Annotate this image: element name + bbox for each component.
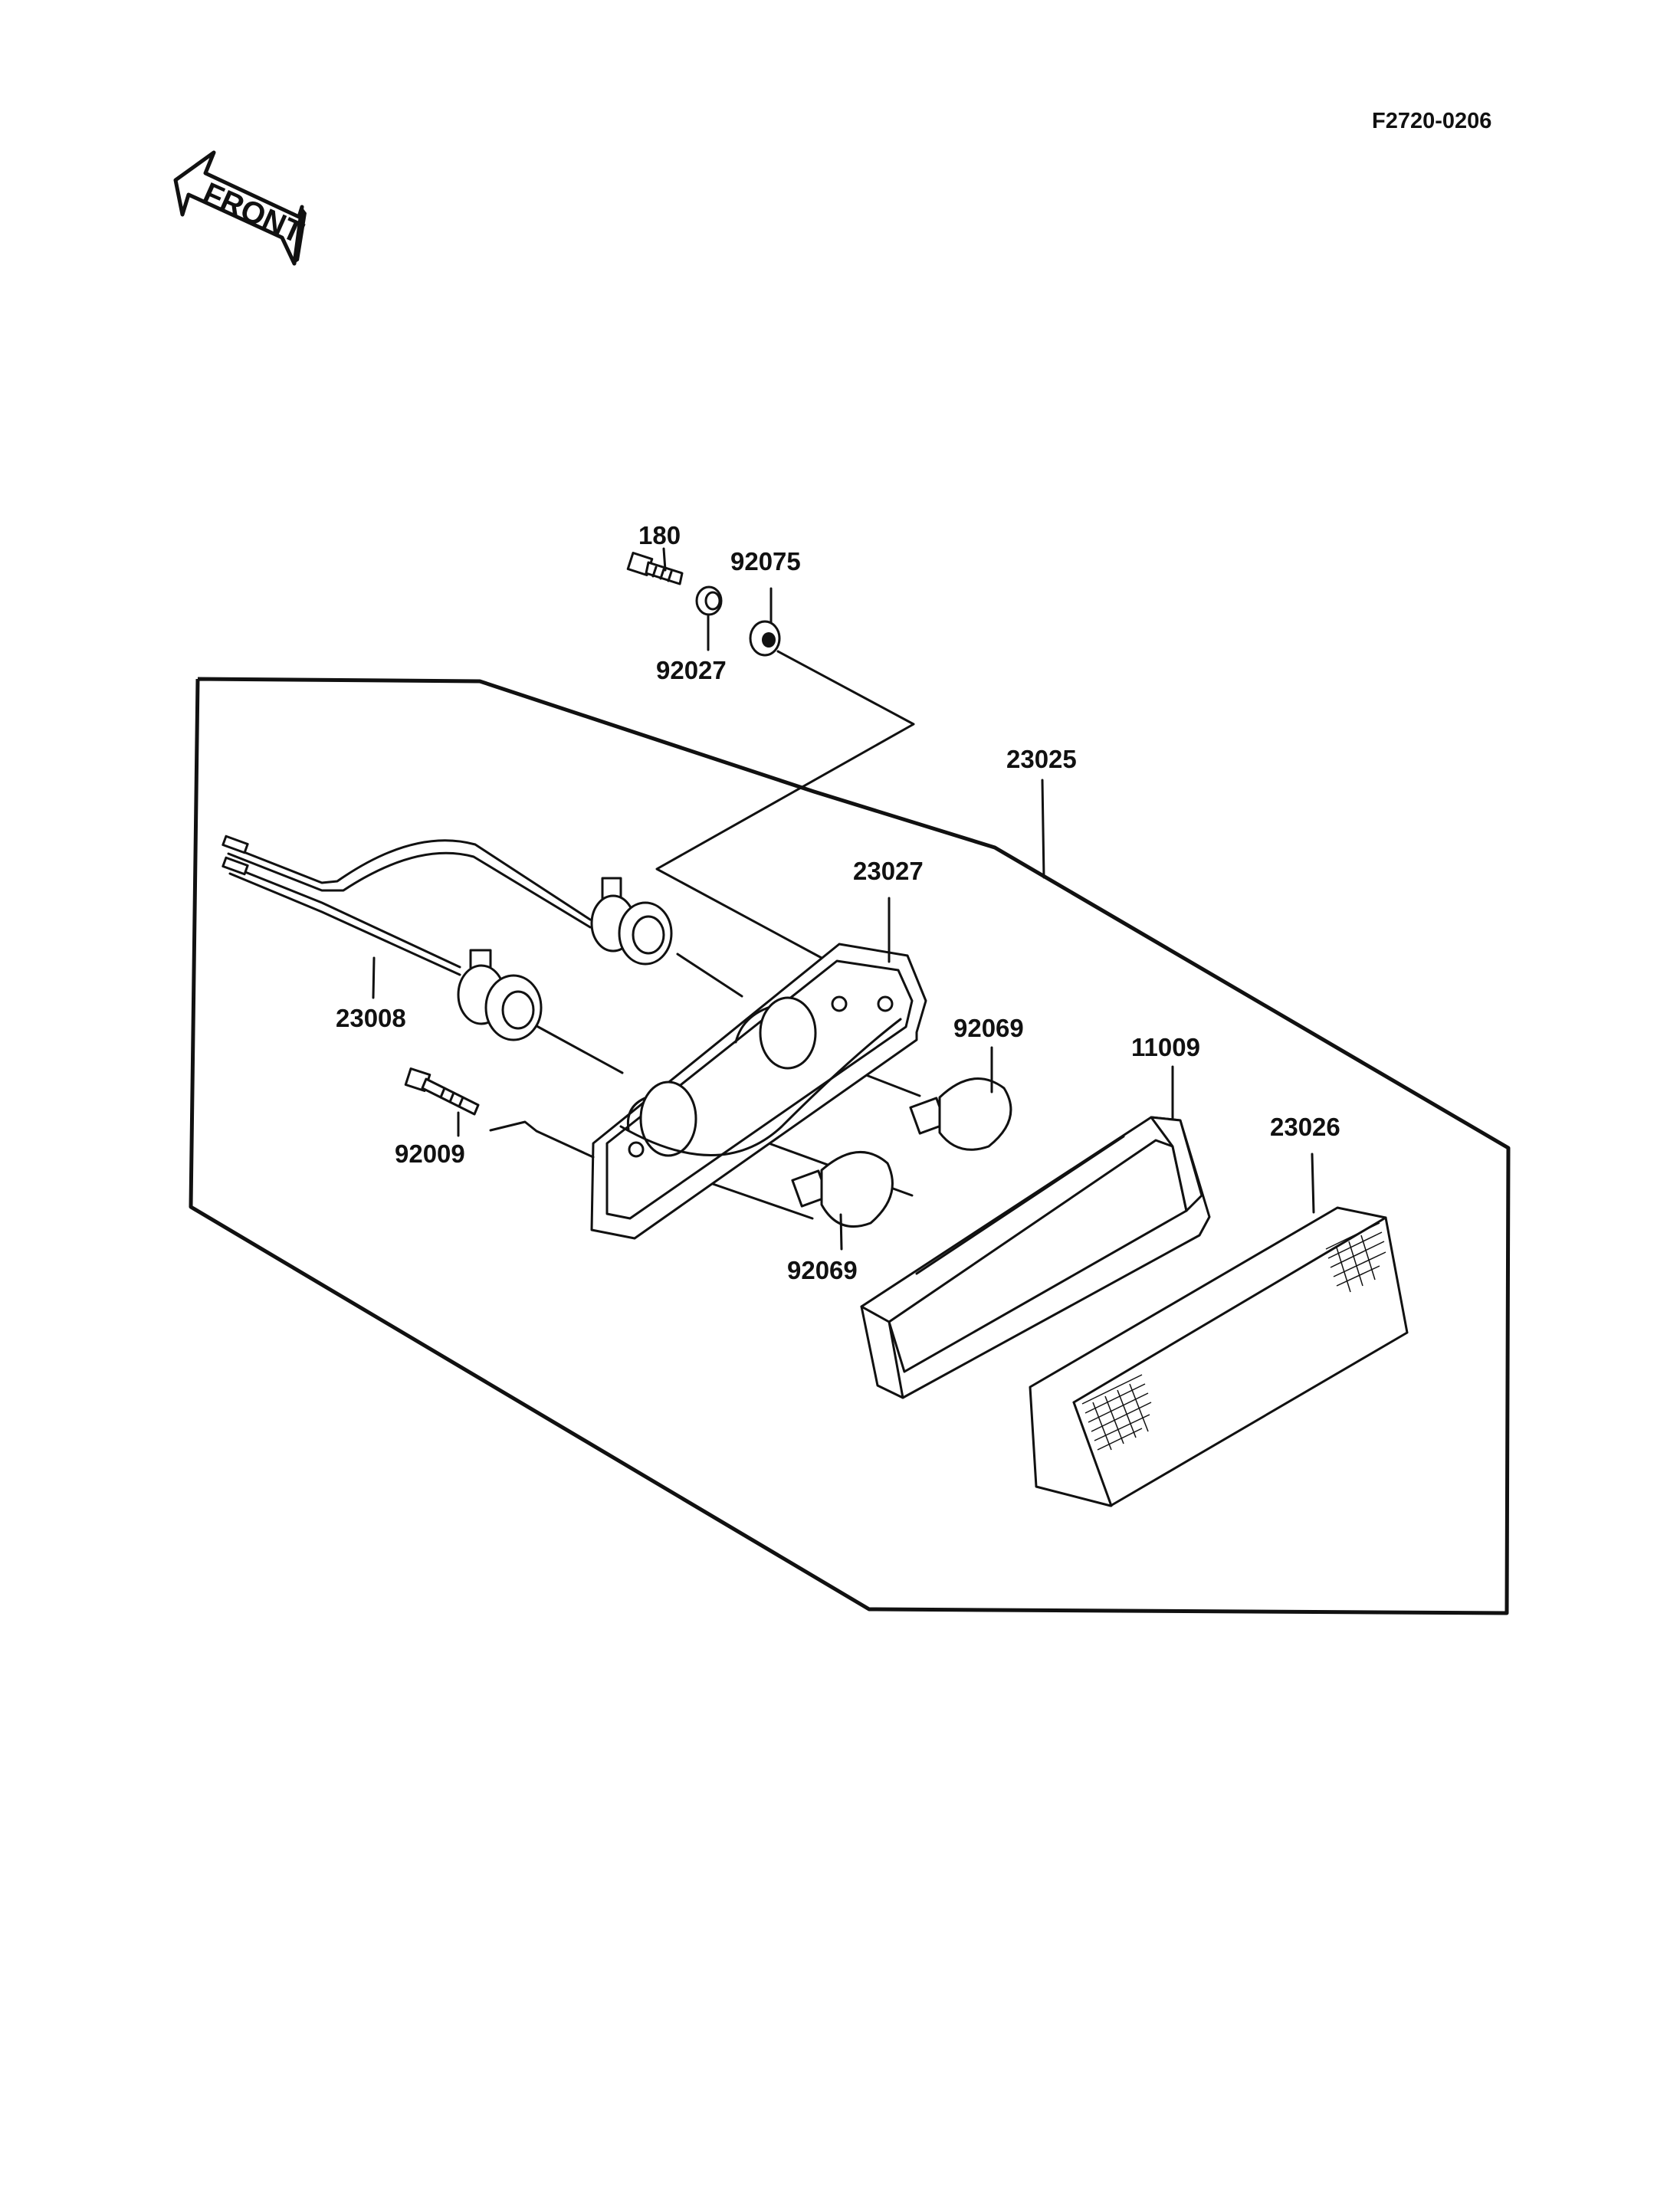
lens-23026-icon: [1029, 1206, 1409, 1507]
callout-23025: 23025: [1006, 745, 1077, 773]
grommet-92075-icon: [749, 620, 781, 657]
callout-23027: 23027: [853, 857, 924, 885]
callout-92069-upper: 92069: [953, 1014, 1024, 1042]
screw-180-icon: [626, 552, 684, 585]
callout-23008: 23008: [336, 1004, 406, 1032]
callout-180: 180: [638, 521, 681, 549]
bulb-92069-upper-icon: [909, 1077, 1012, 1151]
callout-23026: 23026: [1270, 1113, 1340, 1141]
kit-boundary-23025: [189, 677, 1511, 1615]
lamp-housing-23027-icon: [590, 943, 927, 1240]
bulb-92069-lower-icon: [791, 1150, 894, 1228]
front-arrow-label: FRONT: [198, 176, 308, 250]
callout-92009: 92009: [395, 1139, 465, 1168]
document-id: F2720-0206: [1372, 109, 1491, 133]
bolt-92009-icon: [404, 1067, 480, 1116]
wiring-harness-23008-icon: [221, 835, 673, 1041]
callout-92027: 92027: [656, 656, 727, 684]
callout-11009: 11009: [1131, 1033, 1200, 1061]
gasket-11009-icon: [860, 1116, 1211, 1399]
callout-92075: 92075: [730, 547, 801, 575]
callout-92069-lower: 92069: [787, 1256, 858, 1284]
washer-92027-icon: [695, 585, 723, 616]
front-arrow-icon: FRONT: [173, 150, 308, 266]
